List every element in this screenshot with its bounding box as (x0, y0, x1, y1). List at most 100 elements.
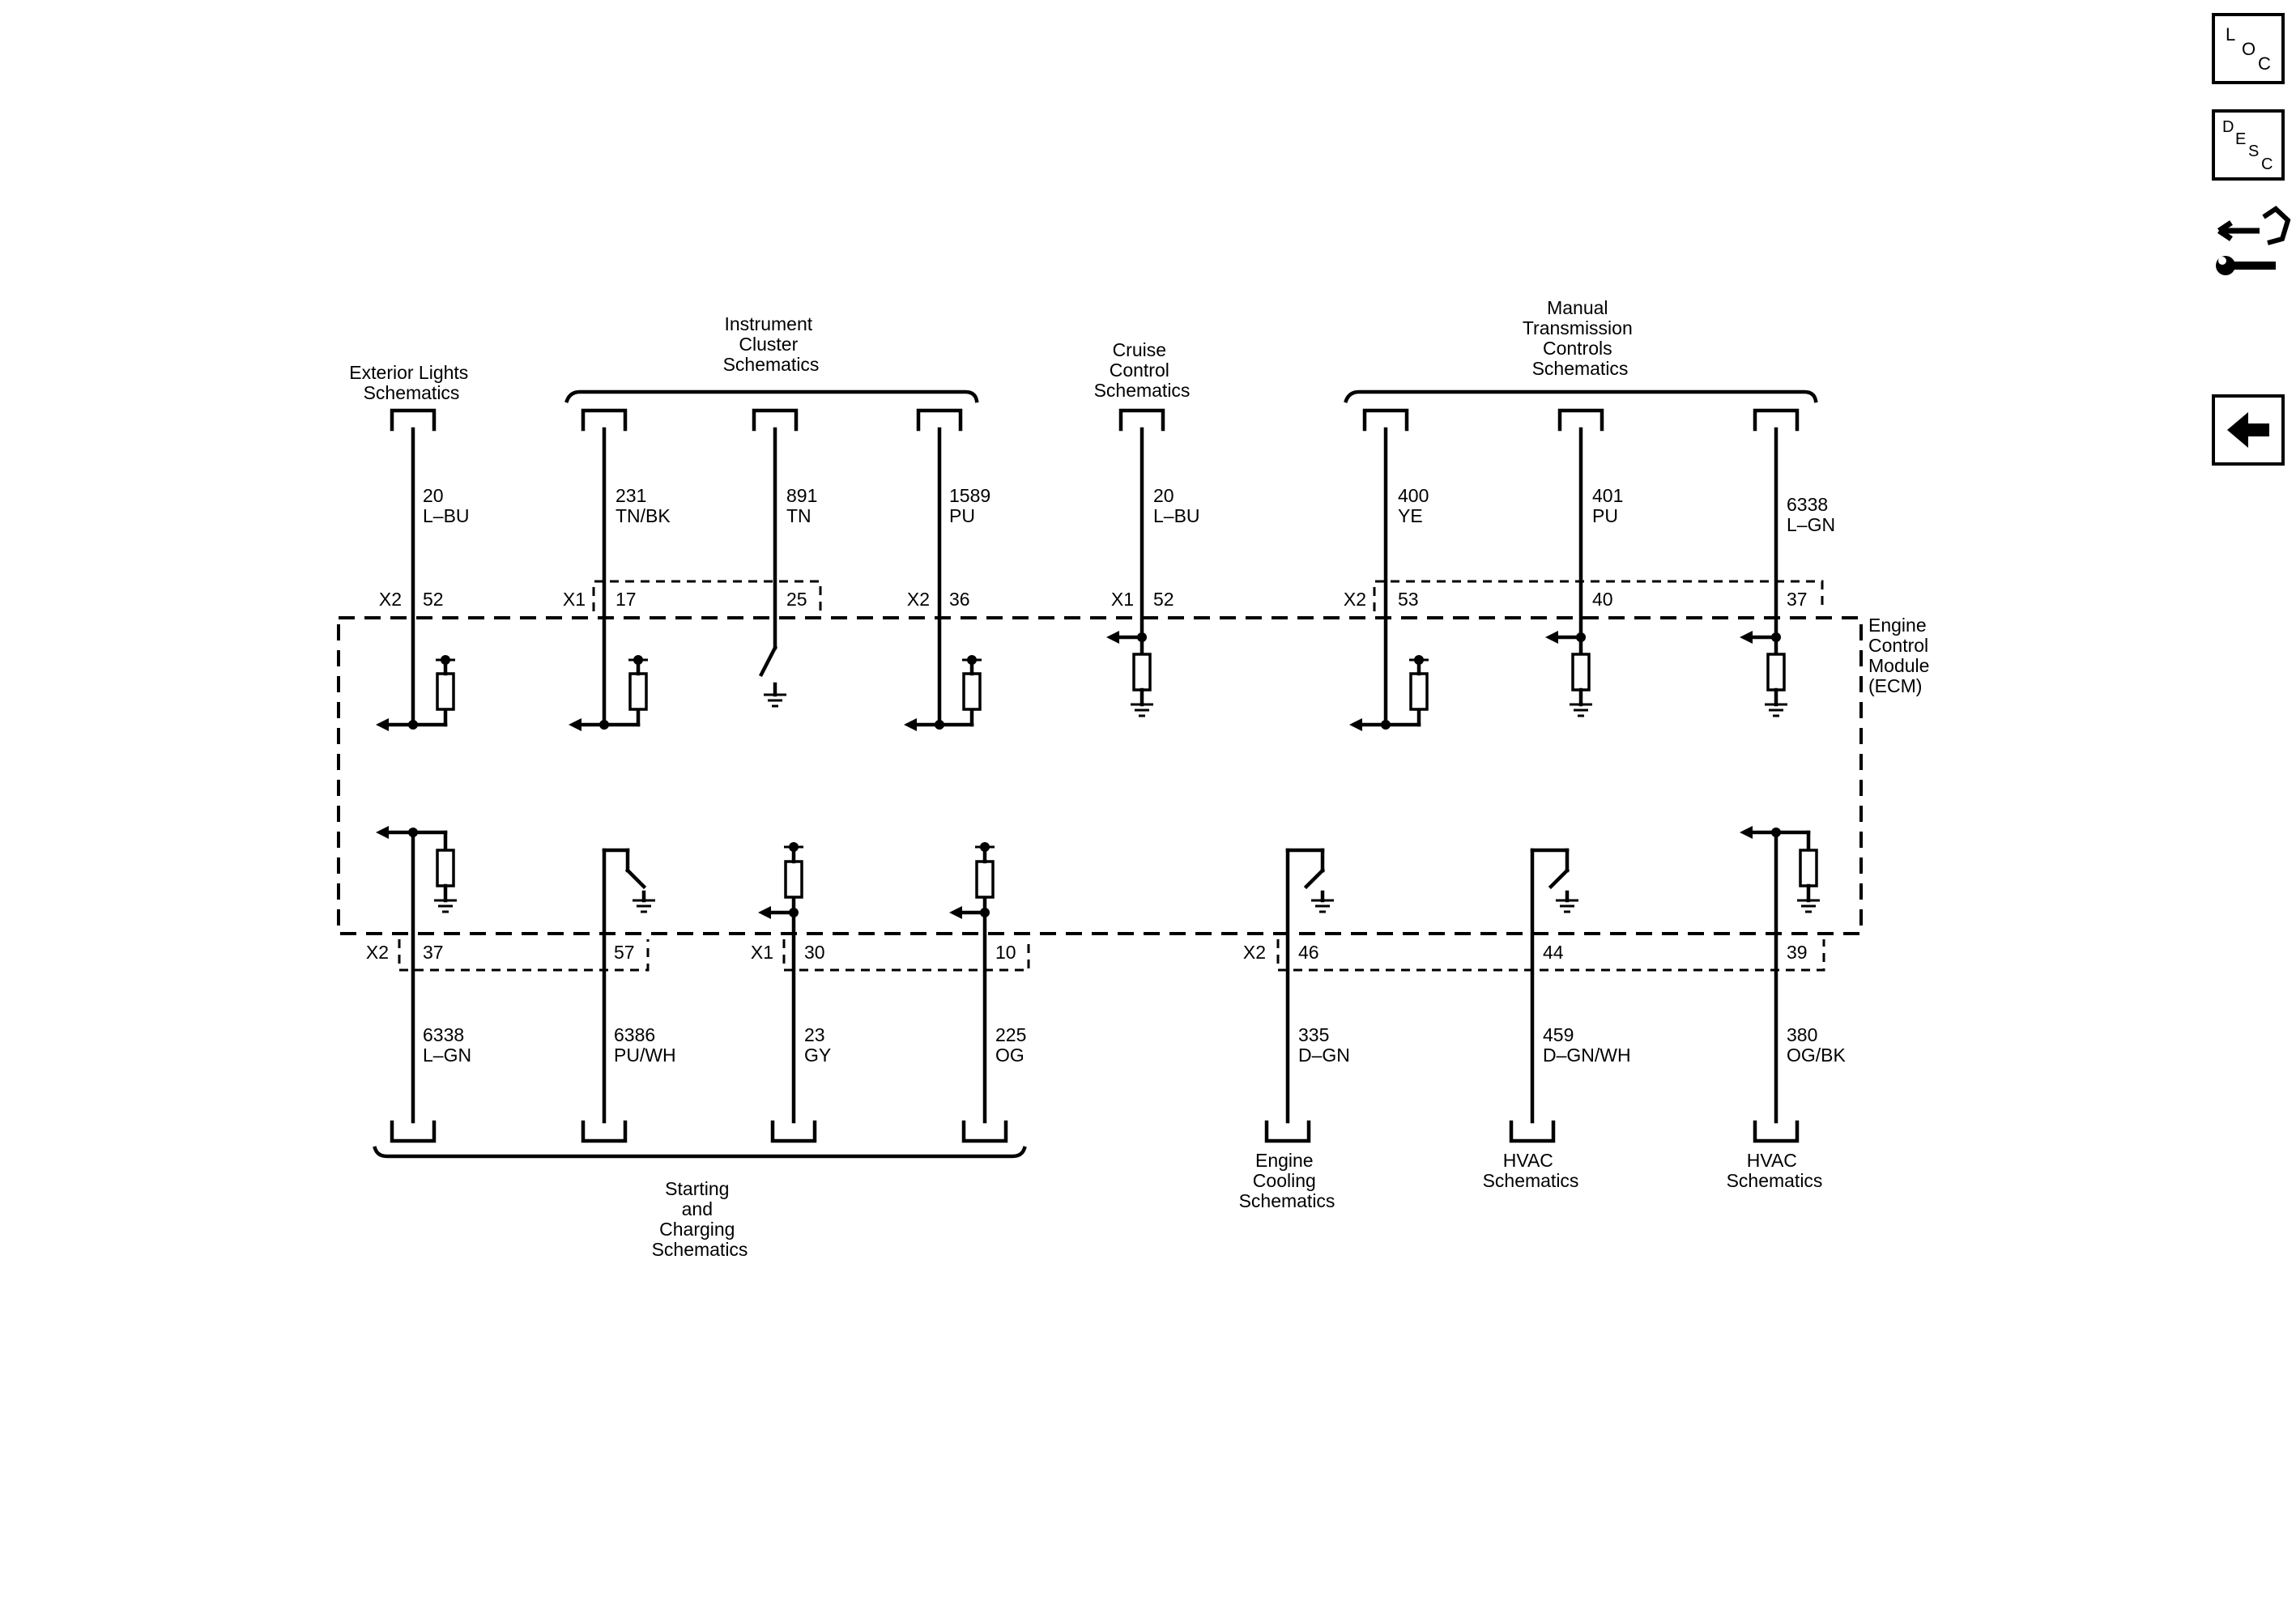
pin-label: 57 (614, 942, 635, 963)
inline-connector-box-x2-bottom-1 (398, 939, 650, 972)
wire-color-label: YE (1398, 505, 1423, 526)
wire-bottom-2 (602, 848, 657, 1124)
loc-letter-l: L (2226, 24, 2235, 45)
connector-manual-trans-3 (1755, 411, 1797, 429)
inline-connector-box-x1-top (592, 580, 822, 611)
wire-bottom-1 (376, 826, 458, 1124)
back-arrow-button[interactable] (2212, 394, 2285, 466)
circuit-label: 380 (1787, 1024, 1817, 1045)
pin-label: 17 (616, 589, 637, 610)
wire-color-label: OG/BK (1787, 1045, 1847, 1066)
desc-button[interactable]: D E S C (2212, 109, 2285, 181)
pin-label: 10 (995, 942, 1016, 963)
pin-label: 37 (1787, 589, 1808, 610)
bottom-wire-labels: 6338 L–GN 6386 PU/WH 23 GY 225 OG 335 D–… (423, 1024, 1847, 1066)
connector-cruise-control (1121, 411, 1163, 429)
connector-starting-4 (964, 1122, 1006, 1141)
circuit-label: 891 (786, 485, 817, 506)
group-title-instrument-cluster[interactable]: Instrument Cluster Schematics (723, 313, 820, 375)
loc-letter-c: C (2258, 53, 2271, 74)
group-title-starting-charging[interactable]: Starting and Charging Schematics (652, 1178, 748, 1260)
group-title-hvac-2[interactable]: HVAC Schematics (1727, 1150, 1823, 1191)
pin-label: 36 (949, 589, 970, 610)
bracket-starting-charging (373, 1146, 1027, 1159)
pin-label: 37 (423, 942, 444, 963)
circuit-label: 400 (1398, 485, 1429, 506)
connector-instrument-1 (583, 411, 625, 429)
pin-label: 44 (1543, 942, 1564, 963)
wire-color-label: TN (786, 505, 811, 526)
wire-top-4 (904, 427, 982, 731)
pin-label: 52 (1153, 589, 1174, 610)
wire-top-6 (1349, 427, 1429, 731)
ecm-module-boundary (337, 616, 1863, 935)
connector-instrument-3 (918, 411, 961, 429)
pin-label: 30 (804, 942, 825, 963)
desc-letter-c: C (2261, 155, 2273, 173)
bracket-manual-transmission (1344, 389, 1818, 403)
connector-instrument-2 (754, 411, 796, 429)
pin-label: 52 (423, 589, 444, 610)
bracket-instrument-cluster (564, 389, 979, 403)
pin-label: 46 (1298, 942, 1319, 963)
wire-top-5 (1106, 427, 1155, 717)
pin-label: 39 (1787, 942, 1808, 963)
desc-letter-e: E (2235, 130, 2246, 148)
connector-engine-cooling (1267, 1122, 1309, 1141)
inline-connector-box-x2-top (1373, 580, 1824, 611)
circuit-label: 1589 (949, 485, 990, 506)
pin-label: 25 (786, 589, 807, 610)
inline-connector-box-x2-bottom-2 (1276, 939, 1825, 972)
circuit-label: 459 (1543, 1024, 1574, 1045)
connector-label: X1 (563, 589, 586, 610)
connector-starting-3 (773, 1122, 815, 1141)
connector-starting-2 (583, 1122, 625, 1141)
pin-label: 53 (1398, 589, 1419, 610)
wire-top-2 (569, 427, 648, 731)
connector-starting-1 (392, 1122, 434, 1141)
group-title-cruise-control[interactable]: Cruise Control Schematics (1094, 339, 1191, 401)
inline-connector-box-x1-bottom (782, 939, 1030, 972)
pin-label: 40 (1592, 589, 1613, 610)
back-arrow-icon (2227, 412, 2269, 448)
wire-top-1 (376, 427, 455, 731)
wire-color-label: PU (1592, 505, 1618, 526)
wire-bottom-4 (949, 842, 995, 1124)
connector-manual-trans-1 (1365, 411, 1407, 429)
connector-manual-trans-2 (1560, 411, 1602, 429)
loc-letter-o: O (2242, 39, 2256, 59)
loc-button[interactable]: L O C (2212, 13, 2285, 84)
group-title-hvac-1[interactable]: HVAC Schematics (1483, 1150, 1579, 1191)
group-title-manual-transmission[interactable]: Manual Transmission Controls Schematics (1523, 297, 1638, 379)
circuit-label: 401 (1592, 485, 1623, 506)
wire-color-label: L–GN (1787, 514, 1835, 535)
wire-bottom-6 (1530, 848, 1580, 1124)
circuit-label: 23 (804, 1024, 825, 1045)
circuit-label: 6338 (1787, 494, 1828, 515)
circuit-label: 335 (1298, 1024, 1329, 1045)
wire-color-label: TN/BK (616, 505, 671, 526)
group-title-engine-cooling[interactable]: Engine Cooling Schematics (1239, 1150, 1335, 1211)
wire-color-label: L–GN (423, 1045, 471, 1066)
connector-repair-icon[interactable] (2216, 206, 2291, 275)
wire-top-3 (758, 427, 788, 708)
group-title-exterior-lights[interactable]: Exterior Lights Schematics (349, 362, 473, 403)
wire-color-label: D–GN (1298, 1045, 1350, 1066)
connector-label: X2 (1344, 589, 1366, 610)
circuit-label: 6338 (423, 1024, 464, 1045)
wire-top-7 (1545, 427, 1594, 717)
wire-color-label: PU/WH (614, 1045, 676, 1066)
circuit-label: 231 (616, 485, 646, 506)
wire-color-label: D–GN/WH (1543, 1045, 1631, 1066)
wire-bottom-5 (1285, 848, 1335, 1124)
connector-exterior-lights (392, 411, 434, 429)
wire-color-label: L–BU (423, 505, 470, 526)
desc-letter-d: D (2222, 118, 2234, 136)
bottom-pin-labels: X2 37 57 X1 30 10 X2 46 44 39 (366, 942, 1808, 963)
top-wire-labels: 20 L–BU 231 TN/BK 891 TN 1589 PU 20 L–BU… (423, 485, 1835, 535)
wire-color-label: OG (995, 1045, 1024, 1066)
connector-label: X2 (379, 589, 402, 610)
circuit-label: 20 (1153, 485, 1174, 506)
desc-letter-s: S (2248, 143, 2259, 160)
